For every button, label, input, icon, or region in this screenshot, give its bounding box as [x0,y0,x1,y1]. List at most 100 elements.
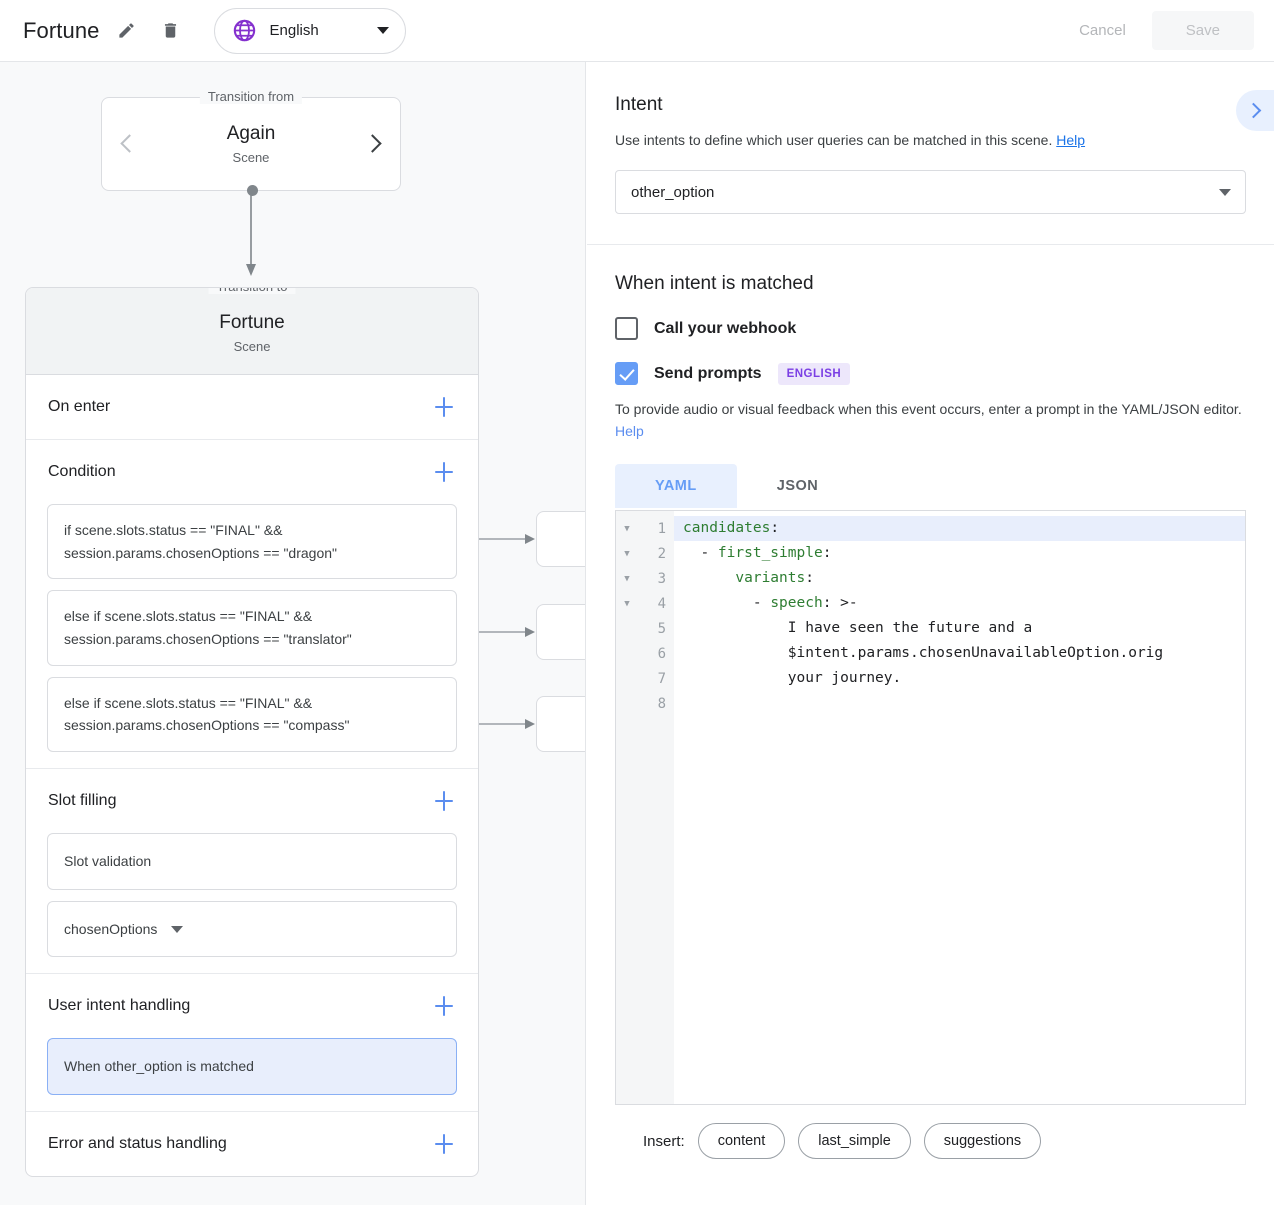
chevron-left-icon[interactable] [118,133,140,155]
condition-row[interactable]: if scene.slots.status == "FINAL" && sess… [47,504,457,580]
cancel-button[interactable]: Cancel [1057,12,1148,49]
editor-code-line[interactable]: $intent.params.chosenUnavailableOption.o… [683,645,1164,662]
insert-chip-content[interactable]: content [697,1123,786,1160]
add-user-intent-button[interactable] [431,993,457,1019]
send-prompts-row[interactable]: Send prompts ENGLISH [615,362,1246,385]
condition-target-stub[interactable] [536,696,585,752]
add-slot-button[interactable] [431,788,457,814]
insert-chip-suggestions[interactable]: suggestions [923,1123,1042,1160]
transition-from-title: Again [226,123,276,144]
editor-code-area[interactable]: candidates: - first_simple: variants: - … [674,511,1245,1104]
condition-row[interactable]: else if scene.slots.status == "FINAL" &&… [47,676,457,753]
insert-chips-row: Insert: content last_simple suggestions [615,1105,1246,1160]
section-on-enter: On enter [26,375,478,440]
when-matched-heading: When intent is matched [615,273,814,294]
condition-target-stub[interactable] [536,604,585,660]
line-number: 4 [657,595,666,612]
line-number: 6 [657,645,666,662]
editor-line-number: 7 [616,666,674,691]
intent-help-link[interactable]: Help [1056,132,1086,148]
transition-from-subtitle: Scene [232,150,270,165]
condition-target-stub[interactable] [536,511,585,567]
section-title-slot-filling: Slot filling [48,792,117,810]
condition-row[interactable]: else if scene.slots.status == "FINAL" &&… [47,590,457,666]
section-title-on-enter: On enter [48,398,111,415]
prompt-description: To provide audio or visual feedback when… [615,399,1246,442]
chevron-down-icon[interactable] [171,925,184,933]
intent-description: Use intents to define which user queries… [615,130,1246,151]
editor-line-number: ▼4 [616,591,674,616]
chevron-down-icon [376,27,389,34]
fold-arrow-icon[interactable]: ▼ [624,548,630,559]
call-webhook-row[interactable]: Call your webhook [615,317,1246,340]
editor-code-line[interactable]: your journey. [683,670,902,687]
top-bar: Fortune English Cancel Save [0,0,1274,62]
transition-from-legend: Transition from [199,89,303,104]
section-title-error-status-handling: Error and status handling [48,1135,227,1153]
prompt-help-link[interactable]: Help [615,422,644,439]
send-prompts-label: Send prompts [654,364,762,382]
section-condition: Condition if scene.slots.status == "FINA… [26,440,478,770]
chevron-right-icon[interactable] [362,133,384,155]
edit-button[interactable] [110,14,144,48]
when-intent-matched-section: When intent is matched Call your webhook… [587,245,1274,1160]
section-slot-filling: Slot filling Slot validation chosenOptio… [26,769,478,975]
add-on-enter-button[interactable] [431,394,457,420]
delete-button[interactable] [154,14,188,48]
line-number: 5 [657,620,666,637]
transition-to-legend: Transition to [208,288,296,294]
expand-panel-button[interactable] [1236,90,1274,131]
add-error-handling-button[interactable] [431,1131,457,1157]
editor-code-line[interactable]: candidates: [674,516,1245,542]
transition-to-title: Fortune [219,312,285,333]
prompt-description-text: To provide audio or visual feedback when… [615,401,1242,417]
editor-line-number: ▼1 [616,516,674,541]
slot-validation-row[interactable]: Slot validation [47,833,457,890]
add-condition-button[interactable] [431,459,457,485]
scene-detail-card: Transition to Fortune Scene On enter Con… [25,287,479,1178]
slot-row[interactable]: chosenOptions [47,900,457,958]
top-bar-actions: Cancel Save [1057,11,1254,50]
call-webhook-label: Call your webhook [654,319,797,337]
intent-select[interactable]: other_option [615,170,1246,214]
editor-code-line[interactable]: - speech: >- [683,595,858,612]
editor-line-number: ▼2 [616,541,674,566]
line-number: 8 [657,695,666,712]
transition-from-card[interactable]: Transition from Again Scene [101,89,401,196]
editor-code-line[interactable]: - first_simple: [683,545,832,562]
chevron-right-icon [1245,102,1261,119]
transition-to-card[interactable]: Transition to Fortune Scene [26,288,478,375]
language-selector[interactable]: English [213,7,406,54]
chevron-down-icon [1219,188,1231,196]
fold-arrow-icon[interactable]: ▼ [624,598,630,609]
line-number: 7 [657,670,666,687]
section-user-intent-handling: User intent handling When other_option i… [26,974,478,1113]
editor-line-number: ▼3 [616,566,674,591]
intent-description-text: Use intents to define which user queries… [615,132,1053,148]
editor-format-tabs: YAML JSON [615,464,1246,509]
language-badge: ENGLISH [777,362,851,385]
insert-chip-last-simple[interactable]: last_simple [798,1123,911,1160]
editor-code-line[interactable]: variants: [735,570,814,587]
call-webhook-checkbox[interactable] [615,317,638,340]
line-number: 3 [657,570,666,587]
fold-arrow-icon[interactable]: ▼ [624,523,630,534]
editor-code-line[interactable] [674,691,1245,716]
user-intent-row-selected[interactable]: When other_option is matched [47,1038,457,1096]
transition-source-dot [247,185,258,196]
page-title: Fortune [23,17,100,43]
section-error-status-handling: Error and status handling [26,1112,478,1176]
intent-details-panel: Intent Use intents to define which user … [587,62,1274,1205]
intent-section: Intent Use intents to define which user … [587,62,1274,245]
editor-line-number: 8 [616,691,674,716]
editor-code-line[interactable]: I have seen the future and a [683,620,1033,637]
slot-name-label: chosenOptions [64,920,158,937]
fold-arrow-icon[interactable]: ▼ [624,573,630,584]
scene-graph-panel: Transition from Again Scene Transition t… [0,62,586,1205]
tab-yaml[interactable]: YAML [615,464,737,509]
save-button[interactable]: Save [1151,11,1254,50]
send-prompts-checkbox[interactable] [615,362,638,385]
section-title-user-intent-handling: User intent handling [48,997,191,1015]
tab-json[interactable]: JSON [737,464,859,508]
